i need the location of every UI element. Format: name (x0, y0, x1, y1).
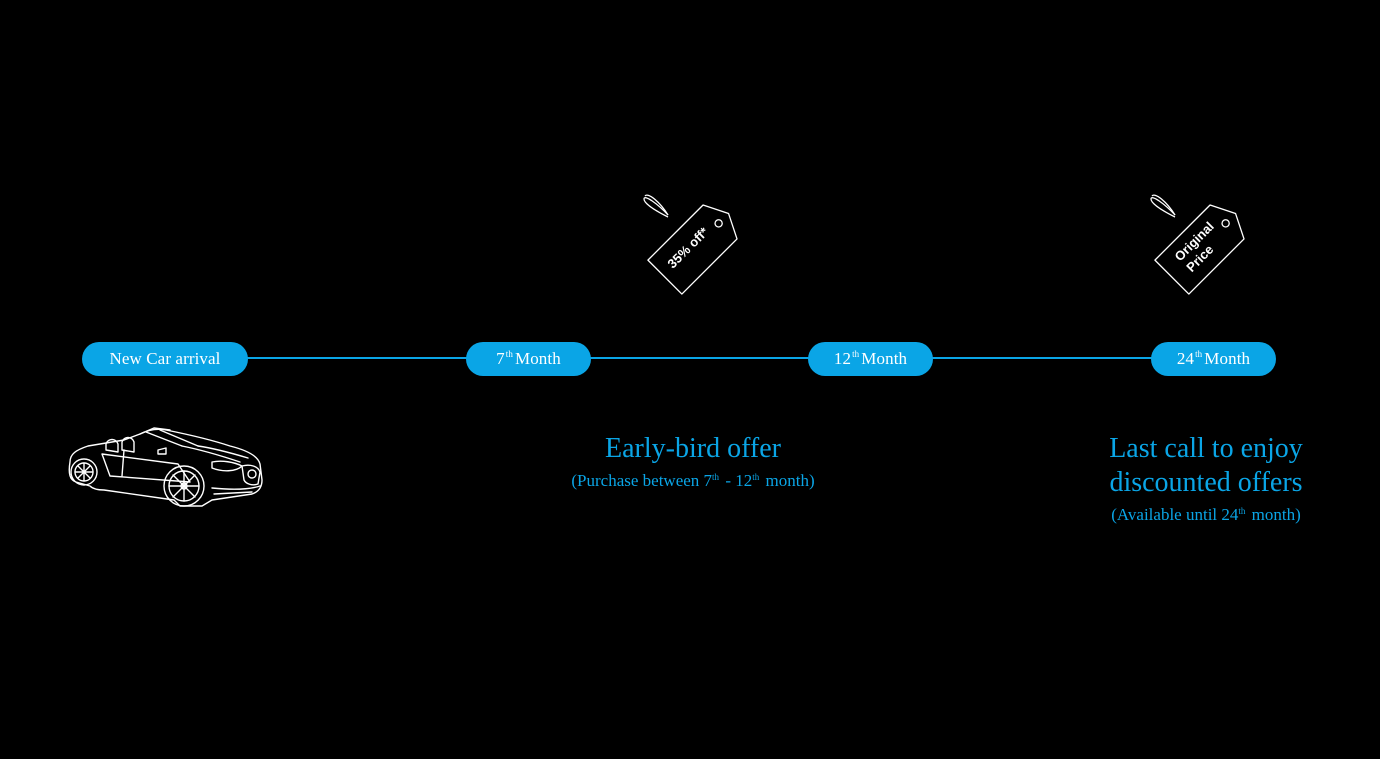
convertible-car-icon (68, 427, 263, 507)
last-call-offer: Last call to enjoy discounted offers (Av… (1056, 432, 1356, 528)
early-bird-subtitle: (Purchase between 7th - 12th month) (543, 470, 843, 494)
early-bird-offer: Early-bird offer (Purchase between 7th -… (543, 432, 843, 494)
milestone-new-car-arrival: New Car arrival (82, 342, 248, 376)
early-bird-title: Early-bird offer (605, 433, 781, 464)
early-bird-sub-sup1: th (712, 472, 720, 482)
milestone-number: 24 (1176, 349, 1195, 368)
early-bird-sub-suffix: month) (761, 471, 815, 490)
last-call-sub-prefix: (Available until 24 (1111, 505, 1239, 524)
last-call-title-line1: Last call to enjoy (1109, 433, 1303, 464)
milestone-label: New Car arrival (109, 349, 221, 368)
milestone-number: 12 (833, 349, 852, 368)
timeline-line (165, 357, 1215, 359)
last-call-subtitle: (Available until 24th month) (1056, 504, 1356, 528)
milestone-word: Month (861, 349, 908, 368)
milestone-ordinal: th (1195, 349, 1203, 359)
last-call-title-line2: discounted offers (1109, 467, 1303, 498)
price-tag-icon: Original Price (1150, 194, 1245, 295)
price-tag-icon: 35% off* (643, 194, 738, 295)
early-bird-sub-sup2: th (752, 472, 760, 482)
milestone-ordinal: th (852, 349, 860, 359)
milestone-word: Month (1204, 349, 1251, 368)
milestone-ordinal: th (505, 349, 513, 359)
last-call-sub-suffix: month) (1247, 505, 1301, 524)
early-bird-sub-mid: - 12 (721, 471, 753, 490)
last-call-sub-sup: th (1238, 506, 1246, 516)
early-bird-sub-prefix: (Purchase between 7 (571, 471, 713, 490)
milestone-word: Month (514, 349, 561, 368)
milestone-number: 7 (496, 349, 505, 368)
